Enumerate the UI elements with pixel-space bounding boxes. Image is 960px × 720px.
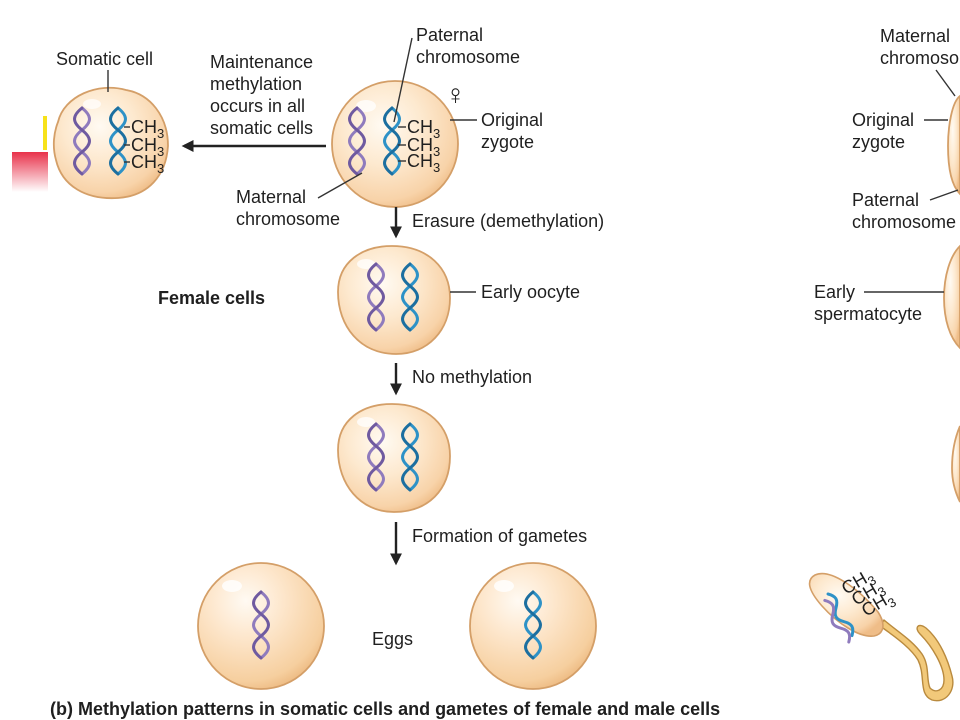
svg-text:CH3: CH3 bbox=[131, 135, 164, 159]
oocyte-unmethylated bbox=[337, 403, 451, 513]
sperm-dna bbox=[823, 592, 855, 644]
right-spermatocyte-edge bbox=[943, 244, 960, 350]
paternal-chromosome-label: Paternal bbox=[416, 25, 483, 45]
somatic-methyl-groups: CH3 CH3 CH3 bbox=[124, 117, 164, 176]
svg-text:occurs in all: occurs in all bbox=[210, 96, 305, 116]
original-zygote: CH3 CH3 CH3 bbox=[331, 80, 459, 208]
zygote-paternal-dna bbox=[383, 106, 401, 176]
formation-gametes-label: Formation of gametes bbox=[412, 526, 587, 546]
oocyte-paternal-dna bbox=[401, 262, 419, 332]
right-original-zygote-label-line2: zygote bbox=[852, 132, 905, 152]
svg-text:CH3: CH3 bbox=[131, 152, 164, 176]
right-paternal-chromosome-label-line2: chromosome bbox=[852, 212, 956, 232]
eggs-label: Eggs bbox=[372, 629, 413, 649]
svg-text:CH3: CH3 bbox=[131, 117, 164, 141]
right-maternal-chromosome-label: Maternal bbox=[880, 26, 950, 46]
egg-paternal bbox=[469, 562, 597, 690]
egg-maternal-dna bbox=[252, 590, 270, 660]
somatic-maternal-dna bbox=[73, 106, 91, 176]
right-original-zygote-label: Original bbox=[852, 110, 914, 130]
original-zygote-label-line2: zygote bbox=[481, 132, 534, 152]
early-oocyte bbox=[337, 245, 451, 355]
original-zygote-label: Original bbox=[481, 110, 543, 130]
svg-text:methylation: methylation bbox=[210, 74, 302, 94]
svg-text:CH3: CH3 bbox=[407, 117, 440, 141]
accent-red-block bbox=[12, 152, 48, 192]
svg-text:CH3: CH3 bbox=[407, 151, 440, 175]
svg-text:CH3: CH3 bbox=[407, 135, 440, 159]
female-symbol: ♀ bbox=[445, 79, 466, 110]
egg-paternal-dna bbox=[524, 590, 542, 660]
right-early-spermatocyte-label-line2: spermatocyte bbox=[814, 304, 922, 324]
right-paternal-chromosome-label: Paternal bbox=[852, 190, 919, 210]
somatic-paternal-dna bbox=[109, 106, 127, 176]
female-cells-label: Female cells bbox=[158, 288, 265, 308]
svg-text:somatic cells: somatic cells bbox=[210, 118, 313, 138]
oocyte-maternal-dna bbox=[367, 262, 385, 332]
right-maternal-chromosome-label-line2: chromosome bbox=[880, 48, 960, 68]
somatic-cell-label: Somatic cell bbox=[56, 49, 153, 69]
accent-yellow-bar bbox=[43, 116, 47, 150]
early-oocyte-label: Early oocyte bbox=[481, 282, 580, 302]
oocyte2-paternal-dna bbox=[401, 422, 419, 492]
right-cell-edge-lower bbox=[951, 425, 960, 503]
sperm-cell: CH3 CH3 CH3 bbox=[808, 568, 954, 702]
right-zygote-edge bbox=[947, 94, 960, 196]
maternal-chromosome-label: Maternal bbox=[236, 187, 306, 207]
maternal-chromosome-label-line2: chromosome bbox=[236, 209, 340, 229]
zygote-maternal-dna bbox=[348, 106, 366, 176]
paternal-chromosome-label-line2: chromosome bbox=[416, 47, 520, 67]
somatic-cell: CH3 CH3 CH3 bbox=[52, 86, 169, 200]
right-early-spermatocyte-label: Early bbox=[814, 282, 855, 302]
zygote-methyl-groups: CH3 CH3 CH3 bbox=[398, 117, 440, 175]
oocyte2-maternal-dna bbox=[367, 422, 385, 492]
egg-maternal bbox=[197, 562, 325, 690]
erasure-label: Erasure (demethylation) bbox=[412, 211, 604, 231]
maintenance-methylation-label: Maintenance methylation occurs in all so… bbox=[210, 52, 313, 138]
figure-caption: (b) Methylation patterns in somatic cell… bbox=[50, 699, 720, 719]
svg-text:Maintenance: Maintenance bbox=[210, 52, 313, 72]
no-methylation-label: No methylation bbox=[412, 367, 532, 387]
